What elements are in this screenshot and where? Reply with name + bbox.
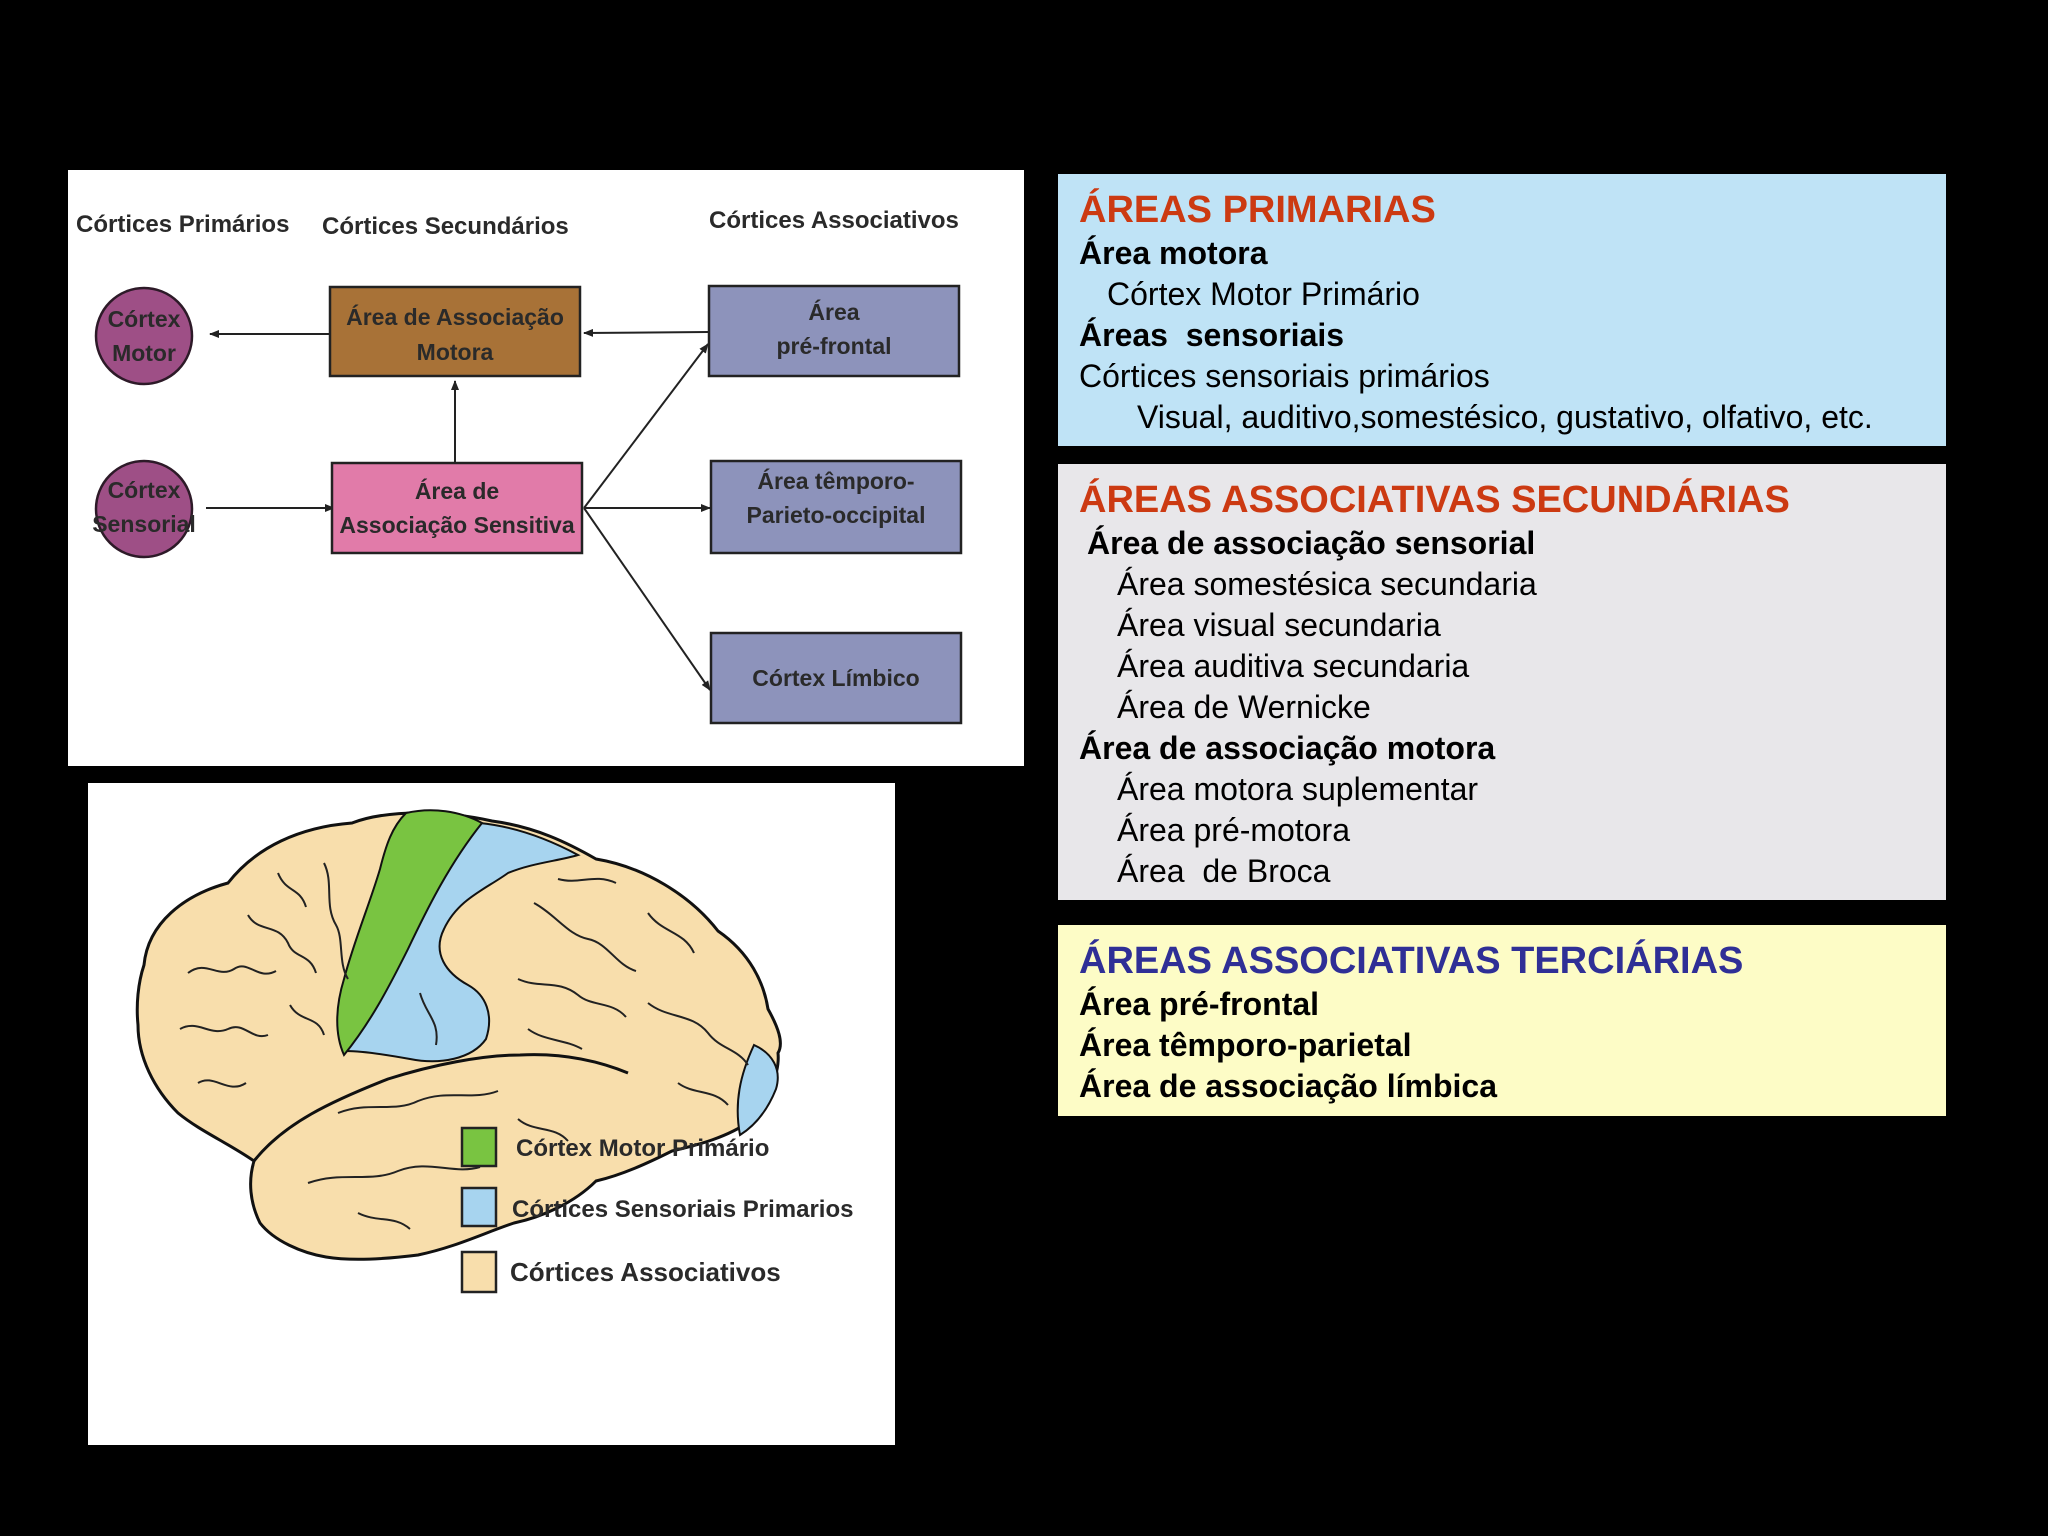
motor-cortex-region — [336, 809, 484, 1057]
primary-line-motor-cortex: Córtex Motor Primário — [1107, 276, 1420, 312]
svg-text:Sensorial: Sensorial — [92, 511, 196, 537]
brain-sulci — [179, 862, 749, 1230]
secondary-line-broca: Área de Broca — [1117, 853, 1331, 889]
legend-item-motor: Córtex Motor Primário — [460, 1126, 769, 1168]
svg-text:Motor: Motor — [112, 340, 176, 366]
primary-areas-box: ÁREAS PRIMARIAS Área motora Córtex Motor… — [1058, 174, 1946, 446]
tertiary-line-limbic: Área de associação límbica — [1079, 1068, 1497, 1104]
brain-svg: Córtex Motor Primário Córtices Sensoriai… — [135, 809, 853, 1294]
svg-text:Córtex: Córtex — [108, 477, 181, 503]
node-area-associacao-sensitiva: Área de Associação Sensitiva — [330, 461, 584, 555]
svg-text:Área têmporo-: Área têmporo- — [757, 467, 914, 494]
connector-lines — [206, 328, 711, 691]
legend-item-associative: Córtices Associativos — [460, 1250, 781, 1294]
svg-text:Córtex Motor Primário: Córtex Motor Primário — [516, 1135, 769, 1162]
occipital-sensory-region — [736, 1043, 779, 1137]
brain-legend: Córtex Motor Primário Córtices Sensoriai… — [460, 1126, 853, 1294]
node-cortex-sensorial: Córtex Sensorial — [92, 459, 196, 559]
tertiary-line-prefrontal: Área pré-frontal — [1079, 986, 1320, 1022]
svg-text:Associação Sensitiva: Associação Sensitiva — [339, 512, 574, 538]
legend-item-sensory: Córtices Sensoriais Primarios — [460, 1186, 853, 1228]
primary-line-sensory-areas: Áreas sensoriais — [1079, 317, 1345, 353]
node-cortex-limbico: Córtex Límbico — [709, 631, 963, 725]
secondary-line-motor-association: Área de associação motora — [1079, 730, 1496, 766]
svg-text:Área: Área — [808, 298, 859, 325]
svg-text:Motora: Motora — [417, 339, 494, 365]
primary-line-sensory-cortices: Córtices sensoriais primários — [1079, 358, 1490, 394]
header-secondary: Córtices Secundários — [322, 213, 569, 240]
svg-text:Córtex Límbico: Córtex Límbico — [752, 665, 919, 691]
secondary-line-visual: Área visual secundaria — [1117, 607, 1441, 643]
svg-text:Córtices Sensoriais Primarios: Córtices Sensoriais Primarios — [512, 1196, 853, 1223]
secondary-line-sensory-association: Área de associação sensorial — [1087, 525, 1536, 561]
primary-line-motor-area: Área motora — [1079, 235, 1268, 271]
secondary-areas-title: ÁREAS ASSOCIATIVAS SECUNDÁRIAS — [1079, 479, 1790, 521]
tertiary-areas-box: ÁREAS ASSOCIATIVAS TERCIÁRIAS Área pré-f… — [1058, 925, 1946, 1116]
cortex-flowchart: Córtices Primários Córtices Secundários … — [68, 170, 1024, 766]
node-cortex-motor: Córtex Motor — [94, 286, 194, 386]
primary-line-modalities: Visual, auditivo,somestésico, gustativo,… — [1137, 399, 1873, 435]
node-area-prefrontal: Área pré-frontal — [707, 284, 961, 378]
flowchart-svg: Córtices Primários Córtices Secundários … — [76, 207, 963, 725]
header-primary: Córtices Primários — [76, 211, 289, 238]
secondary-line-wernicke: Área de Wernicke — [1117, 689, 1371, 725]
secondary-line-auditory: Área auditiva secundaria — [1117, 648, 1470, 684]
secondary-line-somesthetic: Área somestésica secundaria — [1117, 566, 1537, 602]
brain-diagram: Córtex Motor Primário Córtices Sensoriai… — [88, 783, 895, 1445]
tertiary-line-temporo-parietal: Área têmporo-parietal — [1079, 1027, 1412, 1063]
svg-text:Parieto-occipital: Parieto-occipital — [747, 502, 926, 528]
node-area-temporo-parieto-occipital: Área têmporo- Parieto-occipital — [709, 459, 963, 555]
node-area-associacao-motora: Área de Associação Motora — [328, 285, 582, 378]
secondary-line-supplementary-motor: Área motora suplementar — [1117, 771, 1479, 807]
secondary-line-premotor: Área pré-motora — [1117, 812, 1350, 848]
svg-text:Área de Associação: Área de Associação — [346, 303, 564, 330]
tertiary-areas-title: ÁREAS ASSOCIATIVAS TERCIÁRIAS — [1079, 940, 1744, 982]
svg-text:Área de: Área de — [415, 477, 499, 504]
header-associative: Córtices Associativos — [709, 207, 959, 234]
svg-text:Córtices Associativos: Córtices Associativos — [510, 1257, 781, 1287]
svg-text:pré-frontal: pré-frontal — [777, 333, 892, 359]
svg-text:Córtex: Córtex — [108, 306, 181, 332]
secondary-areas-box: ÁREAS ASSOCIATIVAS SECUNDÁRIAS Área de a… — [1058, 464, 1946, 900]
primary-areas-title: ÁREAS PRIMARIAS — [1079, 189, 1436, 231]
